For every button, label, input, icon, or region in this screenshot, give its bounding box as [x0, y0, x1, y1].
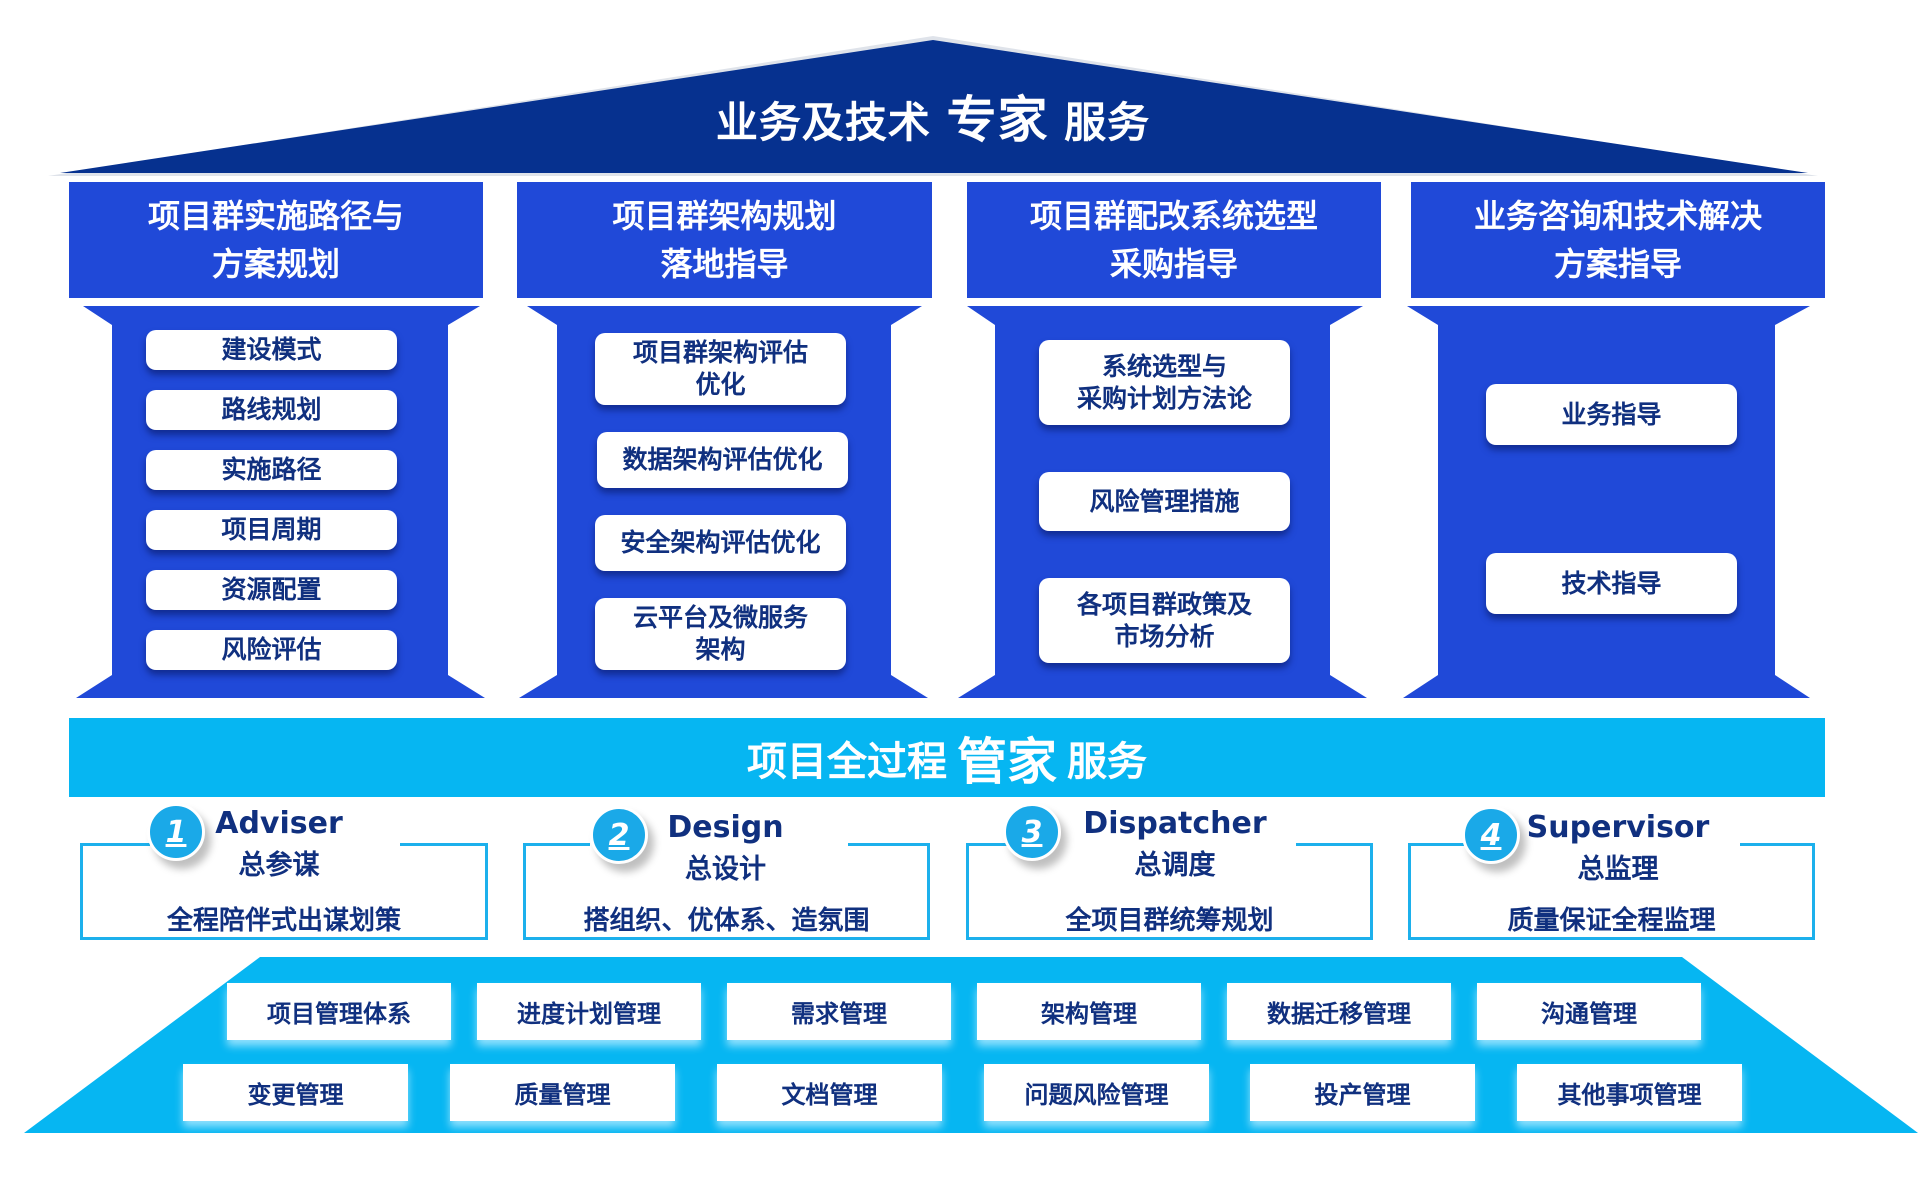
- item-label: 安全架构评估优化: [620, 528, 821, 557]
- base-item: 其他事项管理: [1517, 1064, 1742, 1121]
- role-number-badge: 1: [147, 803, 205, 861]
- pillar-2-item: 云平台及微服务 架构: [595, 598, 846, 670]
- role-card-topline: [848, 843, 930, 846]
- role-name-cn: 总监理: [1577, 854, 1659, 885]
- pillar-3-header: 项目群配改系统选型 采购指导: [967, 182, 1381, 298]
- pillar-4-body: [1403, 306, 1810, 698]
- pillar-3-title-line-1: 项目群配改系统选型: [1029, 197, 1318, 235]
- pillar-2-title-line-2: 落地指导: [660, 245, 789, 283]
- pillar-1-title-line-2: 方案规划: [211, 245, 340, 283]
- item-label: 云平台及微服务: [632, 603, 808, 632]
- roof-title-prefix: 业务及技术: [715, 98, 931, 147]
- base-item: 质量管理: [450, 1064, 675, 1121]
- item-label: 数据架构评估优化: [622, 445, 823, 474]
- base-item: 进度计划管理: [477, 983, 701, 1040]
- item-label: 业务指导: [1561, 399, 1662, 429]
- role-card-topline: [400, 843, 488, 846]
- pillar-1-item: 资源配置: [146, 570, 397, 610]
- role-number-badge: 2: [590, 806, 648, 864]
- role-description: 搭组织、优体系、造氛围: [583, 906, 870, 936]
- item-label: 架构: [695, 635, 746, 664]
- item-label: 市场分析: [1114, 621, 1215, 651]
- pillar-2-item: 项目群架构评估 优化: [595, 333, 846, 405]
- pillar-1-item: 路线规划: [146, 390, 397, 430]
- item-label: 实施路径: [221, 455, 322, 484]
- pillar-4-item: 技术指导: [1486, 553, 1737, 614]
- role-number-badge: 3: [1003, 803, 1061, 861]
- butler-service-band: 项目全过程 管家 服务: [69, 718, 1825, 797]
- pillar-3-item: 风险管理措施: [1039, 472, 1290, 531]
- pillar-4-title-line-1: 业务咨询和技术解决: [1473, 197, 1762, 235]
- band-title-emphasis: 管家: [957, 732, 1057, 791]
- pillar-1-item: 风险评估: [146, 630, 397, 670]
- pillar-4-header: 业务咨询和技术解决 方案指导: [1411, 182, 1825, 298]
- pillar-1-item: 实施路径: [146, 450, 397, 490]
- pillar-1-title-line-1: 项目群实施路径与: [147, 197, 404, 235]
- band-title-suffix: 服务: [1067, 738, 1147, 785]
- roof-title-suffix: 服务: [1064, 98, 1151, 147]
- pillar-2-item: 安全架构评估优化: [595, 515, 846, 571]
- item-label: 项目群架构评估: [632, 338, 808, 367]
- base-item: 项目管理体系: [227, 983, 451, 1040]
- base-item: 文档管理: [717, 1064, 942, 1121]
- role-name-en: Dispatcher: [1083, 806, 1267, 841]
- item-label: 技术指导: [1561, 568, 1662, 598]
- role-name-en: Supervisor: [1526, 810, 1710, 845]
- pillar-4-title-line-2: 方案指导: [1553, 245, 1682, 283]
- pillar-1-item: 项目周期: [146, 510, 397, 550]
- role-name-en: Design: [667, 810, 784, 845]
- pillar-3-item: 各项目群政策及 市场分析: [1039, 578, 1290, 663]
- role-card-topline: [80, 843, 150, 846]
- base-item: 变更管理: [183, 1064, 408, 1121]
- pillar-1-header: 项目群实施路径与 方案规划: [69, 182, 483, 298]
- role-number-badge: 4: [1462, 806, 1520, 864]
- base-item: 架构管理: [977, 983, 1201, 1040]
- roof-title-emphasis: 专家: [946, 91, 1049, 149]
- item-label: 各项目群政策及: [1076, 589, 1252, 619]
- item-label: 采购计划方法论: [1076, 383, 1252, 413]
- item-label: 项目周期: [221, 515, 322, 544]
- item-label: 系统选型与: [1101, 351, 1227, 381]
- item-label: 路线规划: [221, 395, 322, 424]
- item-label: 资源配置: [221, 575, 322, 604]
- item-label: 风险评估: [221, 635, 322, 664]
- pillar-2-header: 项目群架构规划 落地指导: [517, 182, 932, 298]
- role-card-topline: [1408, 843, 1468, 846]
- pillar-4-item: 业务指导: [1486, 384, 1737, 445]
- pillar-2-item: 数据架构评估优化: [597, 432, 848, 488]
- pillar-3-title-line-2: 采购指导: [1109, 245, 1238, 283]
- role-card-topline: [1740, 843, 1815, 846]
- base-item: 投产管理: [1250, 1064, 1475, 1121]
- role-card-supervisor: [1408, 843, 1815, 940]
- role-card-adviser: [80, 843, 488, 940]
- role-name-cn: 总设计: [685, 854, 766, 885]
- role-card-topline: [523, 843, 590, 846]
- item-label: 建设模式: [221, 335, 322, 364]
- item-label: 优化: [695, 370, 746, 399]
- role-card-topline: [966, 843, 1031, 846]
- pillar-2-title-line-1: 项目群架构规划: [612, 197, 837, 235]
- role-card-topline: [1296, 843, 1373, 846]
- base-item: 数据迁移管理: [1227, 983, 1451, 1040]
- role-description: 全项目群统筹规划: [1065, 906, 1274, 936]
- role-card-design: [523, 843, 930, 940]
- role-card-dispatcher: [966, 843, 1373, 940]
- pillar-1-item: 建设模式: [146, 330, 397, 370]
- item-label: 风险管理措施: [1089, 486, 1240, 516]
- pillar-3-item: 系统选型与 采购计划方法论: [1039, 340, 1290, 425]
- role-name-cn: 总参谋: [238, 850, 320, 881]
- roof-title: 业务及技术 专家 服务: [0, 80, 1866, 152]
- base-item: 沟通管理: [1477, 983, 1701, 1040]
- role-name-en: Adviser: [215, 806, 343, 841]
- base-item: 需求管理: [727, 983, 951, 1040]
- role-name-cn: 总调度: [1134, 850, 1216, 881]
- roof: [60, 40, 1808, 173]
- role-description: 质量保证全程监理: [1507, 906, 1716, 936]
- base-item: 问题风险管理: [984, 1064, 1209, 1121]
- role-description: 全程陪伴式出谋划策: [166, 906, 401, 936]
- band-title-prefix: 项目全过程: [747, 738, 947, 785]
